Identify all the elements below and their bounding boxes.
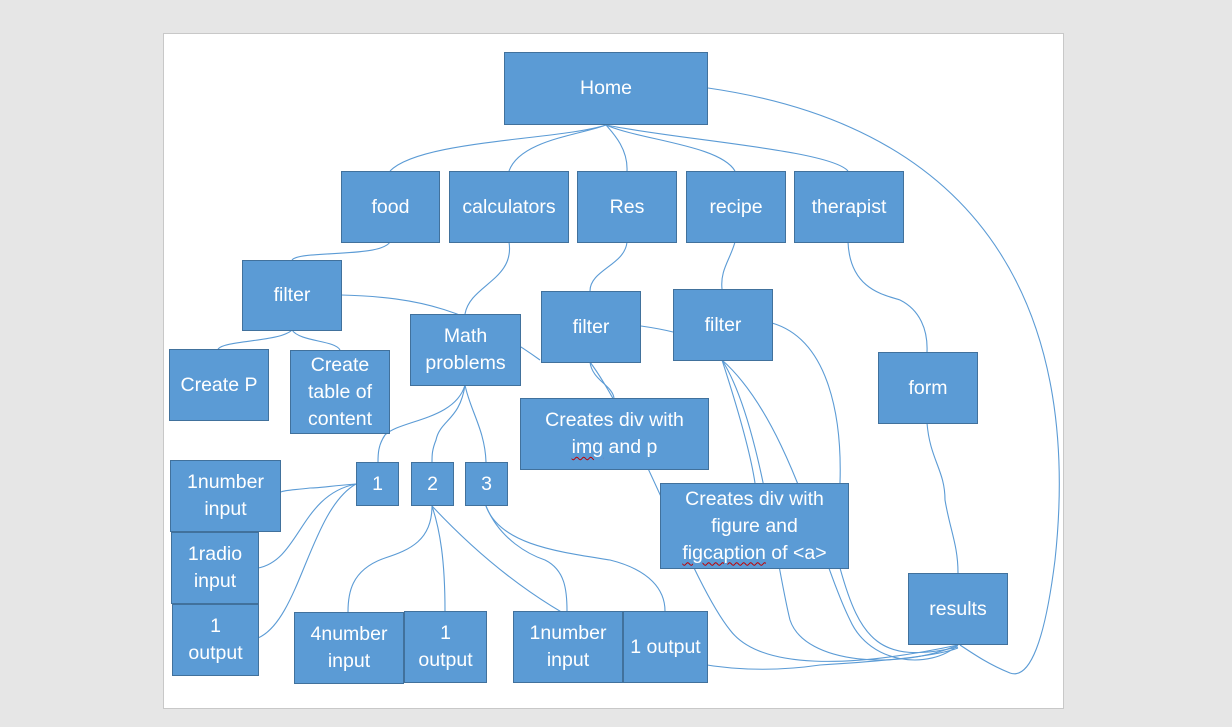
creates-div-img-line2: img and p: [572, 434, 658, 461]
connector-math-one: [377, 384, 466, 463]
connector-figdiv-results: [839, 567, 959, 654]
connector-food-filter: [291, 241, 391, 261]
creates-div-figure-node: Creates div with figure and figcaption o…: [660, 483, 849, 569]
two-node: 2: [411, 462, 454, 506]
res-filter-node: filter: [541, 291, 641, 363]
food-filter-node: filter: [242, 260, 342, 331]
connector-two-results: [431, 505, 959, 670]
connector-three-output: [485, 505, 666, 612]
recipe-node: recipe: [686, 171, 786, 243]
creates-div-figure-line1: Creates div with: [685, 487, 824, 510]
food-node: food: [341, 171, 440, 243]
home-node: Home: [504, 52, 708, 125]
number-input-4-node: 4number input: [294, 612, 404, 684]
calculators-node: calculators: [449, 171, 569, 243]
img-rest: and p: [603, 436, 658, 458]
radio-input-1-node: 1radio input: [171, 532, 259, 604]
recipe-filter-node: filter: [673, 289, 773, 361]
connector-home-recipe: [605, 124, 736, 172]
connector-three-numinput: [485, 505, 568, 612]
figcaption-word: figcaption: [682, 541, 766, 564]
connector-home-results: [707, 87, 1060, 675]
connector-home-therapist: [605, 124, 849, 172]
output-3-node: 1 output: [623, 611, 708, 683]
therapist-node: therapist: [794, 171, 904, 243]
connector-two-output: [431, 505, 446, 612]
connector-one-numberinput: [280, 483, 357, 493]
figcaption-rest: of <a>: [765, 541, 827, 564]
connector-recipe-filter: [721, 241, 736, 290]
create-toc-node: Create table of content: [290, 350, 390, 434]
create-p-node: Create P: [169, 349, 269, 421]
creates-div-figure-line3: figcaption of <a>: [682, 540, 826, 567]
output-2-node: 1 output: [404, 611, 487, 683]
connector-home-food: [389, 124, 607, 172]
math-problems-node: Math problems: [410, 314, 521, 386]
connector-two-numinput: [347, 505, 433, 613]
connector-resfilter-div: [589, 361, 615, 399]
connector-filter-createp: [217, 329, 293, 350]
connector-math-three: [464, 384, 487, 463]
res-node: Res: [577, 171, 677, 243]
form-node: form: [878, 352, 978, 424]
number-input-1-node: 1number input: [170, 460, 281, 532]
output-1-node: 1 output: [172, 604, 259, 676]
connector-filter-toc: [291, 329, 341, 351]
connector-math-two: [431, 384, 466, 463]
connector-one-radio: [257, 483, 357, 569]
creates-div-img-line1: Creates div with: [545, 409, 684, 431]
connector-filter-results-a: [771, 322, 841, 484]
connector-filter-results-c: [721, 359, 959, 661]
connector-filter-figdiv: [721, 359, 756, 484]
connector-res-filter: [589, 241, 628, 292]
connector-home-res: [605, 124, 628, 172]
creates-div-figure-line2: figure and: [711, 514, 798, 537]
connector-home-calculators: [508, 124, 607, 172]
connector-form-results: [926, 422, 959, 574]
results-node: results: [908, 573, 1008, 645]
creates-div-img-node: Creates div with img and p: [520, 398, 709, 470]
three-node: 3: [465, 462, 508, 506]
number-input-3-node: 1number input: [513, 611, 623, 683]
img-word: img: [571, 436, 604, 458]
one-node: 1: [356, 462, 399, 506]
connector-therapist-form: [847, 241, 928, 353]
connector-one-output: [257, 483, 357, 639]
connector-calculators-math: [464, 241, 510, 315]
connector-resfilter-recipefilter: [640, 325, 674, 333]
